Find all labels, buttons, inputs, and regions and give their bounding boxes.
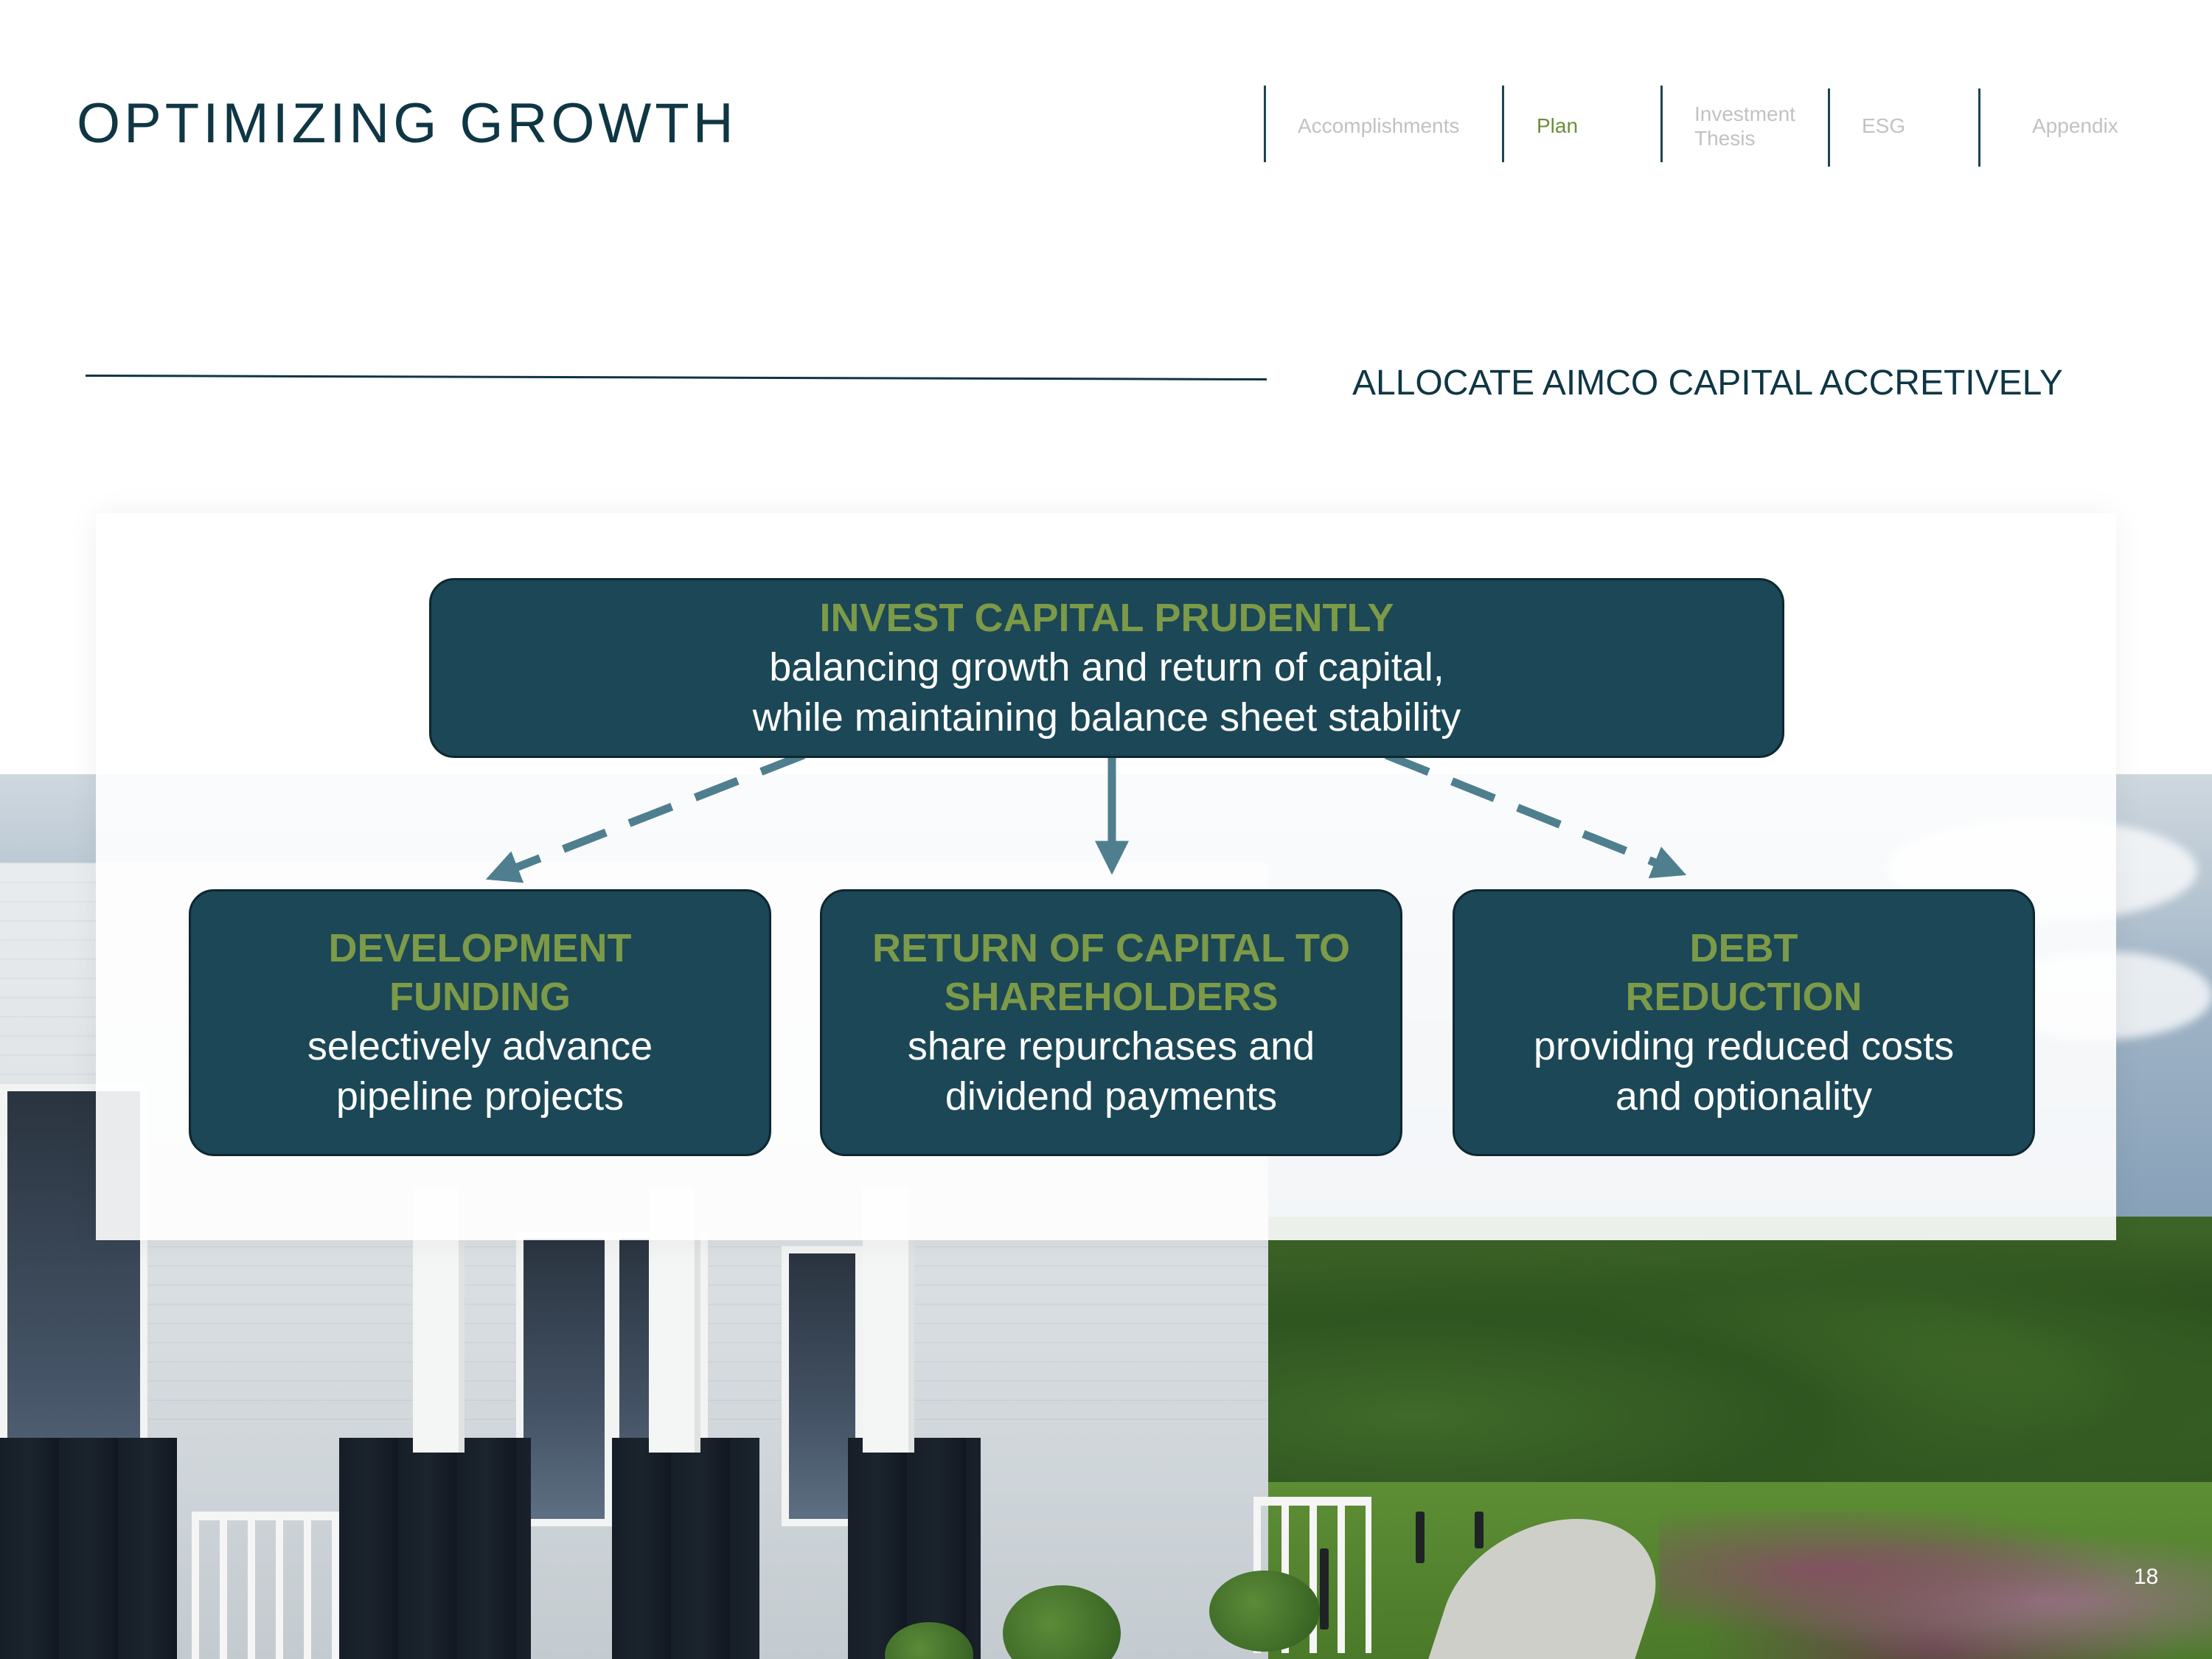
porch-railing [192,1512,339,1659]
box-description: providing reduced costs [1533,1024,1955,1068]
page-number: 18 [2134,1565,2159,1589]
box-description: pipeline projects [335,1074,625,1119]
nav-item-plan[interactable]: Plan [1537,114,1579,137]
path-lamp [1416,1512,1425,1563]
box-title: REDUCTION [1625,975,1863,1019]
box-description: selectively advance [307,1024,653,1068]
window [516,1231,612,1526]
nav-separator [1264,86,1266,162]
nav-separator [1978,88,1980,167]
box-description: share repurchases and [907,1024,1315,1068]
box-title: FUNDING [389,975,571,1019]
stone-base [0,1438,177,1659]
shrub [1003,1585,1121,1659]
section-heading: ALLOCATE AIMCO CAPITAL ACCRETIVELY [1352,364,2063,403]
box-title: DEVELOPMENT [328,926,632,970]
arrow-to-debt-reduction [1384,751,1687,879]
box-title: DEBT [1689,926,1798,970]
box-description: while maintaining balance sheet stabilit… [752,695,1461,740]
development-funding-box: DEVELOPMENT FUNDING selectively advance … [189,889,771,1156]
path-lamp [1475,1512,1484,1548]
box-description: dividend payments [945,1074,1278,1119]
arrow-to-development-funding [485,751,806,883]
debt-reduction-box: DEBT REDUCTION providing reduced costs a… [1453,889,2035,1156]
box-title: SHAREHOLDERS [944,975,1279,1019]
stone-base [848,1438,981,1659]
stone-base [612,1438,759,1659]
nav-separator [1660,86,1663,162]
nav-separator [1502,86,1504,162]
flower-bed [1659,1512,2212,1659]
box-title: RETURN OF CAPITAL TO [872,926,1350,970]
box-title: INVEST CAPITAL PRUDENTLY [819,596,1394,640]
box-description: balancing growth and return of capital, [769,645,1444,689]
shrub [1209,1571,1320,1652]
path-lamp [1320,1548,1329,1630]
nav-item-esg[interactable]: ESG [1862,114,1906,137]
nav-item-investment-thesis[interactable]: Investment Thesis [1694,102,1795,150]
nav-item-accomplishments[interactable]: Accomplishments [1298,114,1460,137]
nav-item-appendix[interactable]: Appendix [2032,114,2118,137]
invest-capital-box: INVEST CAPITAL PRUDENTLY balancing growt… [429,578,1784,758]
return-of-capital-box: RETURN OF CAPITAL TO SHAREHOLDERS share … [820,889,1402,1156]
nav-separator [1828,88,1830,167]
box-description: and optionality [1615,1074,1873,1119]
stone-base [339,1438,531,1659]
page-title: OPTIMIZING GROWTH [77,92,737,155]
